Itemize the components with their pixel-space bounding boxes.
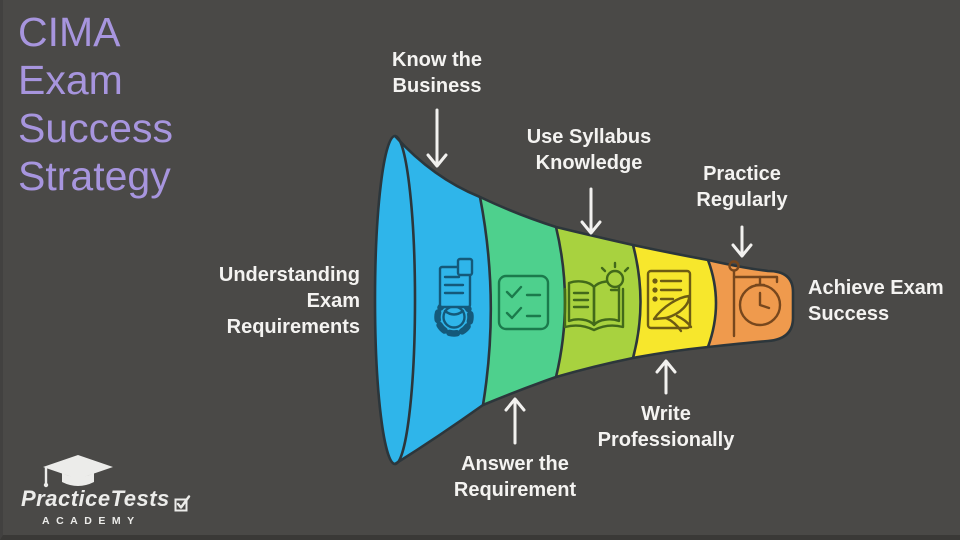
arrow-know-business (426, 108, 448, 168)
brand-subtitle: ACADEMY (42, 515, 141, 527)
arrow-write-professionally (655, 359, 677, 395)
page-title: CIMA Exam Success Strategy (18, 9, 173, 199)
writing-hand-icon (646, 269, 693, 333)
funnel-graphic (43, 108, 795, 488)
arrow-practice-regularly (731, 225, 753, 258)
label-achieve-exam-success: Achieve Exam Success (808, 277, 944, 325)
label-understanding-exam-requirements: Understanding Exam Requirements (218, 264, 360, 338)
arrow-answer-requirement (504, 397, 526, 445)
label-answer-the-requirement: Answer the Requirement (453, 453, 577, 501)
gear-document-icon (434, 257, 474, 337)
checklist-icon (497, 274, 550, 331)
label-practice-regularly: Practice Regularly (696, 163, 788, 211)
book-lightbulb-icon (563, 261, 630, 332)
brand-name: PracticeTests (21, 486, 170, 511)
checkbox-icon (174, 495, 190, 512)
label-know-the-business: Know the Business (392, 49, 482, 97)
label-use-syllabus-knowledge: Use Syllabus Knowledge (526, 126, 652, 174)
brand-logo: PracticeTests ACADEMY (21, 486, 191, 527)
arrows (426, 108, 753, 445)
graduation-cap-icon (43, 455, 113, 488)
arrow-use-syllabus (580, 187, 602, 235)
stopwatch-icon (728, 260, 782, 338)
label-write-professionally: Write Professionally (597, 403, 735, 451)
